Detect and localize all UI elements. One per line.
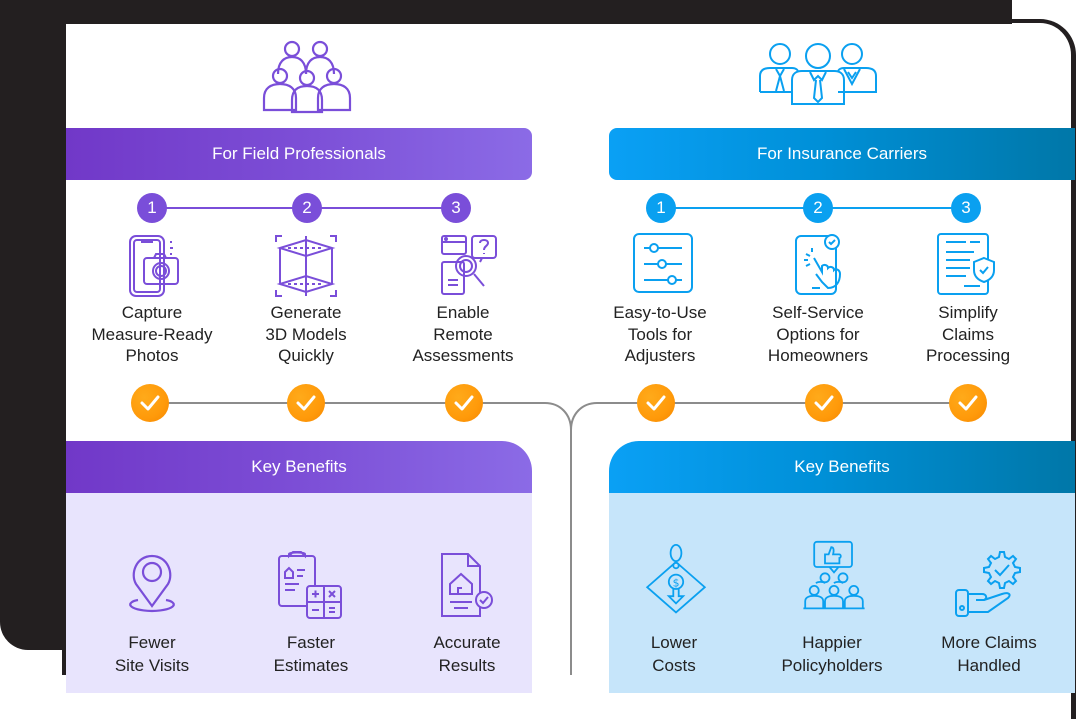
label-line: Tools for — [627, 324, 693, 344]
carrier-step-2-label: Self-Service Options for Homeowners — [738, 302, 898, 367]
field-step-1-check-icon — [131, 384, 169, 422]
label-line: Processing — [925, 346, 1011, 365]
carrier-step-1-number: 1 — [646, 193, 676, 223]
label-line: Generate — [270, 303, 342, 322]
frame-left-edge — [0, 0, 66, 650]
carrier-step-1-label: Easy-to-Use Tools for Adjusters — [580, 302, 740, 367]
label-line: 3D Models — [265, 324, 347, 344]
business-team-icon — [759, 43, 877, 105]
field-professionals-header-text: For Field Professionals — [212, 144, 386, 163]
label-line: Lower — [650, 633, 698, 652]
sliders-settings-icon — [633, 233, 693, 293]
label-line: Self-Service — [772, 303, 864, 322]
insurance-carriers-header-text: For Insurance Carriers — [756, 144, 928, 163]
svg-text:$: $ — [673, 576, 680, 589]
remote-assessment-search-icon — [441, 235, 497, 295]
3d-cube-model-icon — [275, 235, 337, 297]
label-line: Enable — [436, 303, 490, 322]
phone-camera-icon — [129, 235, 179, 297]
group-of-people-icon — [262, 40, 352, 114]
label-line: Results — [438, 656, 496, 675]
carrier-benefits-panel — [609, 493, 1075, 693]
label-line: Estimates — [273, 656, 349, 675]
insurance-carriers-header: For Insurance Carriers — [609, 128, 1075, 180]
people-thumbs-up-icon — [803, 540, 865, 610]
price-tag-dollar-down-icon: $ — [645, 544, 707, 614]
step-number-text: 3 — [961, 198, 971, 217]
document-shield-icon — [937, 233, 995, 295]
field-step-2-number: 2 — [292, 193, 322, 223]
carrier-step-2-check-icon — [805, 384, 843, 422]
label-line: Policyholders — [781, 656, 883, 675]
label-line: Simplify — [938, 303, 998, 322]
step-number-text: 2 — [302, 198, 312, 217]
step-number-text: 2 — [813, 198, 823, 217]
frame-right-border — [1010, 19, 1076, 719]
label-line: Site Visits — [114, 656, 190, 675]
label-line: Quickly — [278, 346, 334, 365]
label-line: Easy-to-Use — [613, 303, 707, 322]
label-line: Homeowners — [767, 346, 869, 365]
label-line: Faster — [286, 633, 336, 652]
field-benefit-1-label: Fewer Site Visits — [67, 631, 237, 677]
field-step-3-number: 3 — [441, 193, 471, 223]
label-line: Capture — [121, 303, 183, 322]
label-line: Accurate — [433, 633, 501, 652]
carrier-step-3-label: Simplify Claims Processing — [888, 302, 1048, 367]
field-step-3-label: Enable Remote Assessments — [383, 302, 543, 367]
field-step-1-number: 1 — [137, 193, 167, 223]
label-line: Adjusters — [624, 346, 696, 365]
field-benefit-2-label: Faster Estimates — [226, 631, 396, 677]
step-number-text: 1 — [147, 198, 157, 217]
carrier-benefit-1-label: Lower Costs — [589, 631, 759, 677]
step-number-text: 3 — [451, 198, 461, 217]
label-line: Assessments — [412, 346, 514, 365]
label-line: More Claims — [941, 633, 1037, 652]
hand-gear-check-icon — [955, 551, 1021, 617]
carrier-step-1-check-icon — [637, 384, 675, 422]
label-line: Fewer — [128, 633, 176, 652]
carrier-key-benefits-header: Key Benefits — [609, 441, 1075, 493]
carrier-step-3-check-icon — [949, 384, 987, 422]
label-line: Options for — [776, 324, 860, 344]
carrier-step-2-number: 2 — [803, 193, 833, 223]
clipboard-calculator-icon — [278, 551, 342, 619]
frame-top-edge — [0, 0, 1012, 24]
step-number-text: 1 — [656, 198, 666, 217]
tablet-touch-icon — [795, 234, 842, 295]
frame-left-line — [62, 600, 66, 675]
house-document-check-icon — [441, 553, 493, 617]
carrier-benefit-2-label: Happier Policyholders — [747, 631, 917, 677]
field-key-benefits-header: Key Benefits — [66, 441, 532, 493]
field-step-1-label: Capture Measure-Ready Photos — [72, 302, 232, 367]
location-pin-icon — [129, 554, 175, 613]
field-benefit-3-label: Accurate Results — [382, 631, 552, 677]
label-line: Costs — [652, 656, 696, 675]
label-line: Photos — [125, 346, 179, 365]
field-professionals-header: For Field Professionals — [66, 128, 532, 180]
label-line: Remote — [433, 324, 493, 344]
checkmark-connector-lines — [152, 402, 968, 675]
key-benefits-text: Key Benefits — [251, 457, 347, 476]
label-line: Claims — [942, 324, 994, 344]
field-step-2-check-icon — [287, 384, 325, 422]
carrier-step-3-number: 3 — [951, 193, 981, 223]
field-step-3-check-icon — [445, 384, 483, 422]
carrier-benefit-3-label: More Claims Handled — [904, 631, 1074, 677]
label-line: Happier — [802, 633, 862, 652]
key-benefits-text: Key Benefits — [794, 457, 890, 476]
field-step-2-label: Generate 3D Models Quickly — [226, 302, 386, 367]
label-line: Handled — [957, 656, 1021, 675]
label-line: Measure-Ready — [91, 324, 213, 344]
